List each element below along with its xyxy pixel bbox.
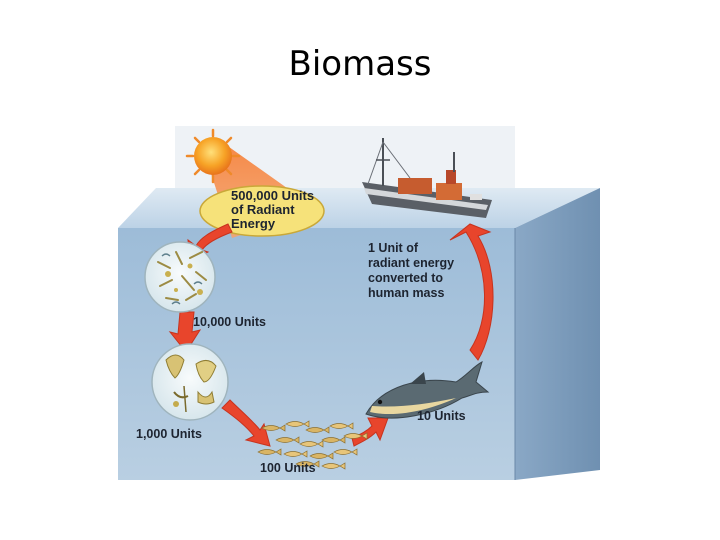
zooplankton-icon bbox=[151, 343, 229, 421]
small-fish bbox=[305, 426, 330, 434]
small-fish-label: 100 Units bbox=[260, 461, 316, 475]
fishing-ship-icon bbox=[362, 138, 492, 218]
small-fish bbox=[343, 432, 368, 440]
radiant-energy-label: 500,000 Units of Radiant Energy bbox=[231, 188, 318, 231]
small-fish bbox=[321, 436, 346, 444]
small-fish bbox=[283, 450, 308, 458]
arrow-plankton-to-zooplankton bbox=[168, 311, 202, 353]
small-fish bbox=[309, 452, 334, 460]
tuna-label: 10 Units bbox=[417, 409, 466, 423]
radiant-energy-ellipse bbox=[199, 185, 325, 237]
small-fish-icon bbox=[257, 420, 368, 470]
phytoplankton-icon bbox=[144, 241, 216, 313]
small-fish bbox=[295, 460, 320, 468]
human-mass-label: 1 Unit of radiant energy converted to hu… bbox=[368, 241, 458, 300]
arrow-zooplankton-to-small-fish bbox=[221, 399, 271, 447]
small-fish bbox=[299, 440, 324, 448]
small-fish bbox=[321, 462, 346, 470]
small-fish bbox=[285, 420, 310, 428]
arrow-fish-to-ship bbox=[449, 223, 494, 361]
water-top-surface bbox=[118, 188, 600, 228]
zooplankton-label: 1,000 Units bbox=[136, 427, 202, 441]
tuna-icon bbox=[365, 361, 490, 419]
small-fish bbox=[257, 448, 282, 456]
small-fish bbox=[275, 436, 300, 444]
phytoplankton-label: 10,000 Units bbox=[193, 315, 266, 329]
small-fish bbox=[261, 424, 286, 432]
sun-icon bbox=[185, 128, 241, 184]
small-fish bbox=[333, 448, 358, 456]
water-side-face bbox=[515, 188, 600, 480]
slide-title: Biomass bbox=[288, 44, 432, 84]
arrow-small-fish-to-tuna bbox=[351, 417, 389, 447]
small-fish bbox=[329, 422, 354, 430]
